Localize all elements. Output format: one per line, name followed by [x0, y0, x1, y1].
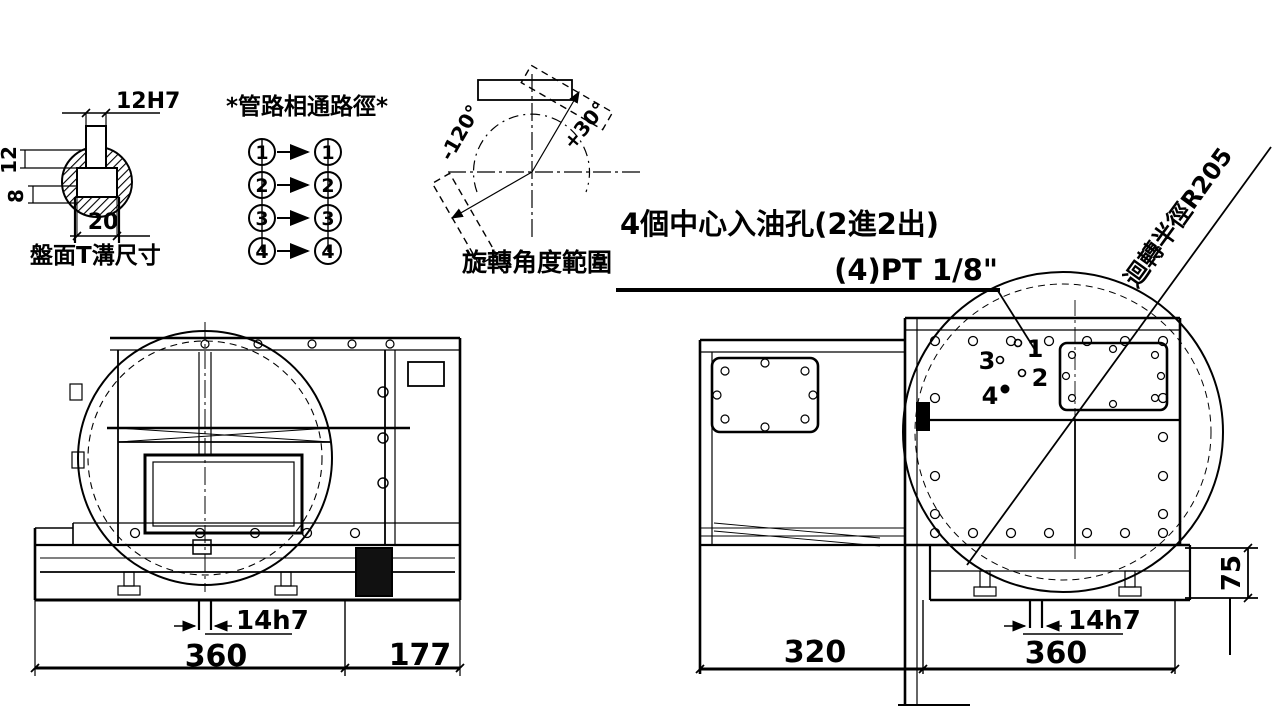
- top-dim-height: 75: [1217, 555, 1247, 591]
- index-notch: [916, 402, 930, 431]
- front-dim-key: 14h7: [236, 606, 309, 636]
- callout-leaders: [616, 146, 1272, 566]
- port-num: 2: [321, 175, 334, 197]
- port-num: 3: [321, 208, 334, 230]
- dim-12: 12: [0, 146, 21, 174]
- port-label-4: 4: [982, 382, 999, 410]
- pipe-row-1: [248, 138, 342, 166]
- pipe-row-4: [248, 237, 342, 265]
- oil-port-3-hole: [995, 355, 1005, 365]
- port-label-2: 2: [1032, 364, 1049, 392]
- dim-8: 8: [4, 189, 28, 203]
- front-dim-side: 177: [389, 638, 452, 673]
- port-num: 1: [255, 142, 268, 164]
- port-label-3: 3: [979, 347, 996, 375]
- top-dim-key: 14h7: [1068, 606, 1141, 636]
- rotation-range-caption: 旋轉角度範圍: [462, 248, 612, 277]
- pipe-row-2: [248, 171, 342, 199]
- oil-port-1-hole: [1013, 338, 1023, 348]
- top-view-linework: [695, 271, 1258, 706]
- thread-spec-note: (4)PT 1/8": [834, 253, 998, 287]
- port-num: 1: [321, 142, 334, 164]
- tslot-caption: 盤面T溝尺寸: [30, 242, 161, 269]
- clamp-section-block: [355, 547, 393, 597]
- oil-port-4-hole: [1000, 384, 1010, 394]
- angle-negative-label: -120°: [435, 100, 486, 164]
- port-num: 2: [255, 175, 268, 197]
- tslot-section-detail: [20, 108, 160, 243]
- front-view-linework: [30, 322, 465, 676]
- port-num: 4: [321, 241, 334, 263]
- port-label-1: 1: [1027, 335, 1044, 363]
- oil-port-2-hole: [1017, 368, 1027, 378]
- dim-20: 20: [88, 210, 119, 235]
- dim-12h7: 12H7: [116, 89, 180, 114]
- port-num: 3: [255, 208, 268, 230]
- oil-ports-note: 4個中心入油孔(2進2出): [620, 207, 939, 241]
- port-num: 4: [255, 241, 268, 263]
- pipe-path-title: *管路相通路徑*: [226, 93, 388, 120]
- rotation-range-diagram: [431, 64, 640, 266]
- top-dim-width: 360: [1025, 636, 1088, 671]
- front-dim-width: 360: [185, 639, 248, 674]
- pipe-row-3: [248, 204, 342, 232]
- top-dim-body: 320: [784, 635, 847, 670]
- pipe-path-diagram: [248, 138, 342, 265]
